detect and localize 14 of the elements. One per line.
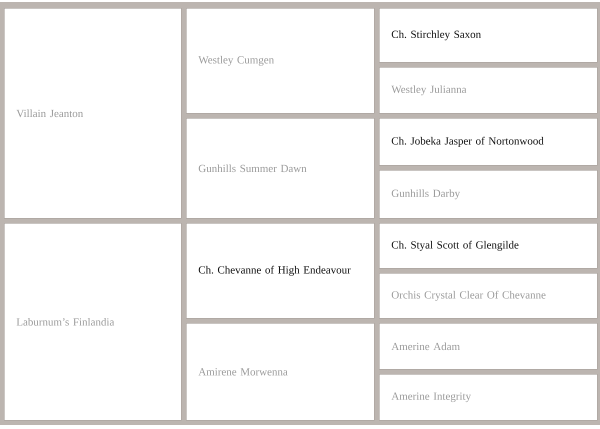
pedigree-box: Gunhills Summer Dawn: [186, 118, 375, 219]
pedigree-box: Laburnum’s Finlandia: [4, 223, 182, 421]
pedigree-box: Westley Cumgen: [186, 8, 375, 114]
pedigree-box: Amerine Integrity: [379, 374, 598, 421]
pedigree-box: Gunhills Darby: [379, 170, 598, 219]
pedigree-box: Amirene Morwenna: [186, 323, 375, 421]
pedigree-box: Westley Julianna: [379, 67, 598, 114]
pedigree-box: Ch. Stirchley Saxon: [379, 8, 598, 63]
pedigree-box: Ch. Styal Scott of Glengilde: [379, 223, 598, 269]
pedigree-box: Ch. Chevanne of High Endeavour: [186, 223, 375, 319]
pedigree-box: Villain Jeanton: [4, 8, 182, 219]
pedigree-box: Ch. Jobeka Jasper of Nortonwood: [379, 118, 598, 166]
pedigree-box: Amerine Adam: [379, 323, 598, 370]
pedigree-box: Orchis Crystal Clear Of Chevanne: [379, 273, 598, 319]
